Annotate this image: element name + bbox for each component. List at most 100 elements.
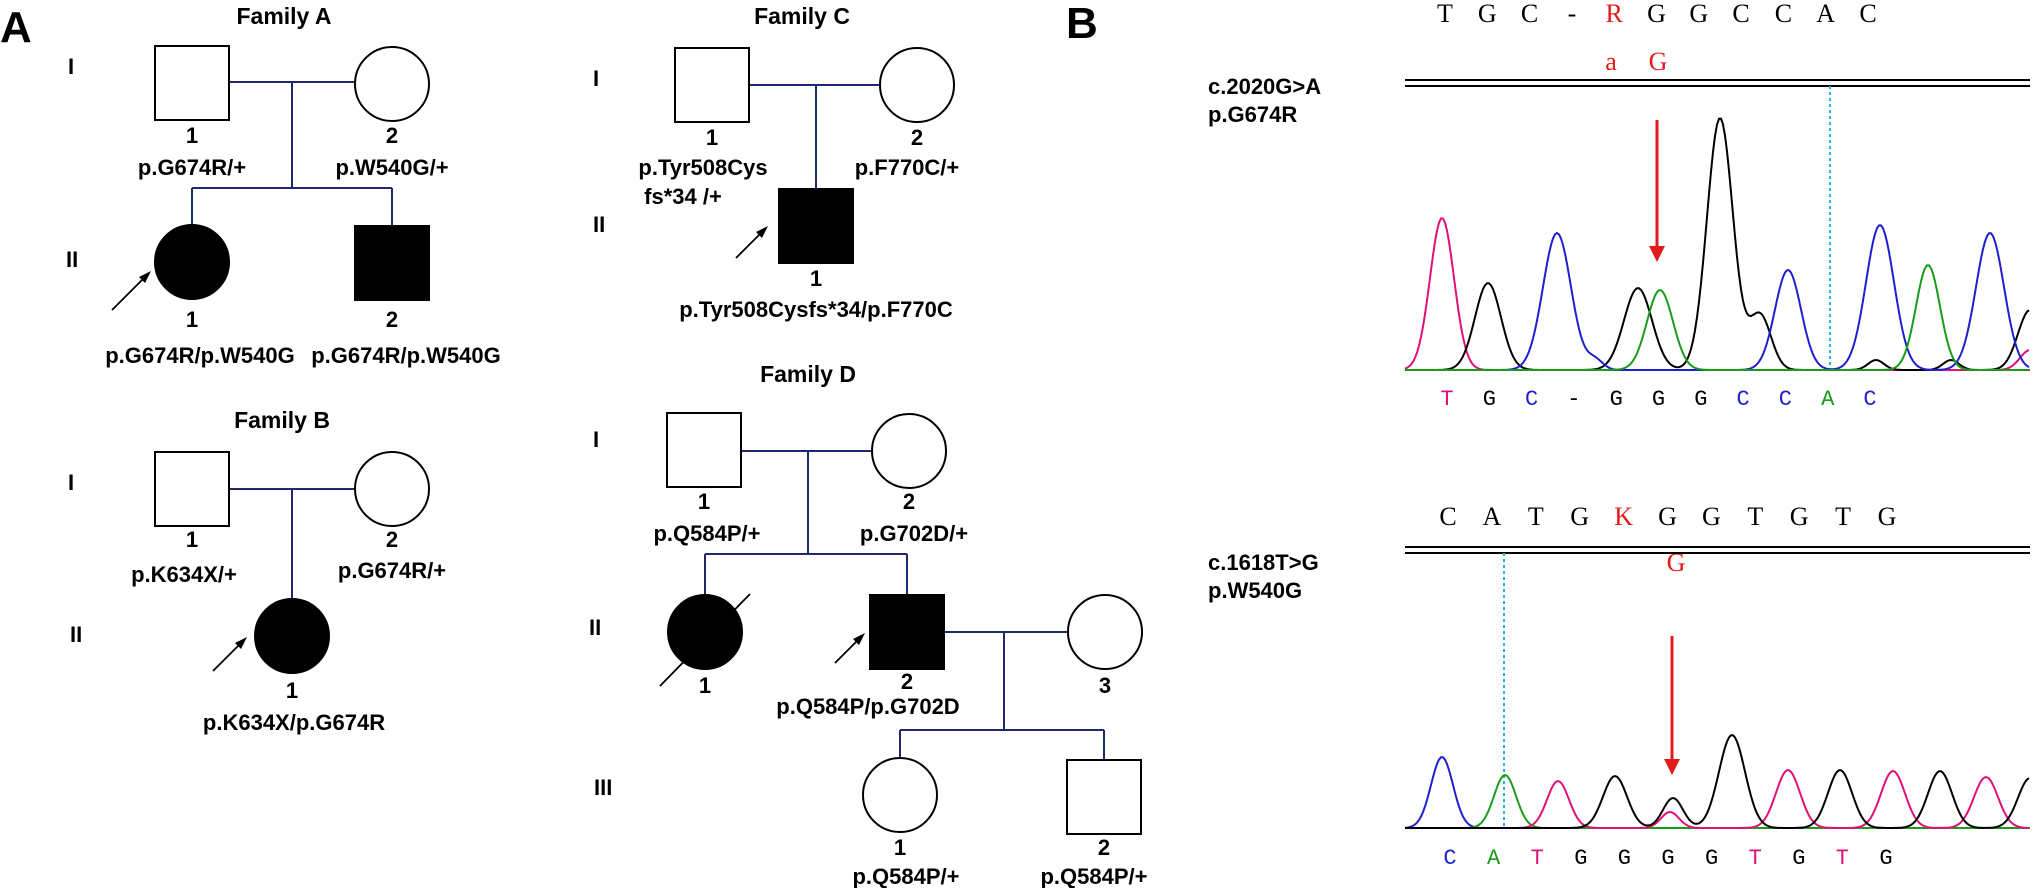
sequence-base: G <box>1790 502 1809 531</box>
trace-A <box>1405 264 2029 371</box>
family-c-i1-genotype-line2: fs*34 /+ <box>644 184 722 209</box>
sequence-base: G <box>1792 846 1805 871</box>
family-d-ii3-female <box>1067 594 1143 670</box>
family-d-iii1-genotype: p.Q584P/+ <box>852 864 959 888</box>
sequence-base: G <box>1689 0 1708 28</box>
family-b-i2-genotype: p.G674R/+ <box>338 558 446 583</box>
sequence-base: G <box>1705 846 1718 871</box>
sequence-base: G <box>1610 387 1623 412</box>
family-b-i1-number: 1 <box>186 527 198 552</box>
proband-arrow <box>735 232 762 259</box>
pedigree-family-a: Family A I II 1 p.G674R/+ 2 p.W540G/+ 1 … <box>66 3 501 368</box>
chromatogram-1-mutation-cdna: c.2020G>A <box>1208 74 1321 99</box>
family-b-i2-female <box>354 451 430 527</box>
family-b-ii1-affected-female <box>254 598 330 674</box>
proband-arrow <box>111 277 145 311</box>
family-d-ii2-affected-male <box>869 594 945 670</box>
sequence-base: G <box>1878 502 1897 531</box>
family-c-i1-number: 1 <box>706 125 718 150</box>
trace-T <box>1404 217 2030 371</box>
trace-G <box>1405 734 2030 829</box>
sequence-base: G <box>1618 846 1631 871</box>
sequence-base: G <box>1879 846 1892 871</box>
sequence-base: T <box>1528 502 1544 531</box>
family-a-i2-female <box>354 46 430 122</box>
family-a-ii1-genotype: p.G674R/p.W540G <box>105 343 295 368</box>
family-c-i2-female <box>879 47 955 123</box>
sequence-base: R <box>1606 0 1624 28</box>
family-c-ii1-number: 1 <box>810 266 822 291</box>
sequence-base: - <box>1567 387 1580 412</box>
sequence-base: C <box>1525 387 1538 412</box>
sequence-base: T <box>1835 502 1851 531</box>
family-d-i1-genotype: p.Q584P/+ <box>653 521 760 546</box>
family-d-gen-ii: II <box>589 615 601 640</box>
chromatogram-2-mutation-protein: p.W540G <box>1208 578 1302 603</box>
family-b-gen-ii: II <box>70 622 82 647</box>
chromatogram-1-traces <box>1404 117 2030 371</box>
chromatogram-1-mutation-protein: p.G674R <box>1208 102 1297 127</box>
family-a-ii2-genotype: p.G674R/p.W540G <box>311 343 501 368</box>
family-d-i1-male <box>666 412 742 488</box>
family-b-gen-i: I <box>68 470 74 495</box>
family-c-i2-genotype: p.F770C/+ <box>855 155 960 180</box>
sequence-base: A <box>1821 387 1835 412</box>
family-d-ii2-genotype: p.Q584P/p.G702D <box>776 694 959 719</box>
sequence-base: G <box>1647 0 1666 28</box>
sequence-base: A <box>1487 846 1501 871</box>
family-b-i1-genotype: p.K634X/+ <box>131 562 237 587</box>
family-a-i2-number: 2 <box>386 123 398 148</box>
sequence-base: G <box>1478 0 1497 28</box>
family-b-i1-male <box>154 451 230 527</box>
family-c-ii1-genotype: p.Tyr508Cysfs*34/p.F770C <box>679 297 953 322</box>
panel-label-b: B <box>1066 0 1098 48</box>
sequence-base: G <box>1652 387 1665 412</box>
family-b-i2-number: 2 <box>386 527 398 552</box>
sequence-base: T <box>1749 846 1762 871</box>
family-d-ii2-number: 2 <box>901 669 913 694</box>
chromatogram-2-traces <box>1404 734 2030 829</box>
sequence-base: C <box>1443 846 1456 871</box>
sequence-base: G <box>1570 502 1589 531</box>
proband-arrowhead <box>139 271 151 283</box>
proband-arrow <box>212 643 241 672</box>
sequence-base: C <box>1732 0 1749 28</box>
family-a-gen-i: I <box>68 54 74 79</box>
sequence-base: A <box>1816 0 1835 28</box>
family-a-ii2-affected-male <box>354 225 430 301</box>
family-a-i1-number: 1 <box>186 123 198 148</box>
family-a-title: Family A <box>236 3 331 29</box>
chromatogram-2-mutation-cdna: c.1618T>G <box>1208 550 1319 575</box>
family-a-ii2-number: 2 <box>386 307 398 332</box>
sequence-base: G <box>1574 846 1587 871</box>
proband-arrowhead <box>756 226 768 238</box>
sequence-base: G <box>1483 387 1496 412</box>
family-d-title: Family D <box>760 361 856 387</box>
panel-label-a: A <box>0 3 32 52</box>
pedigree-family-d: Family D I II III 1 p.Q584P/+ 2 p.G702D/… <box>589 361 1148 888</box>
chromatogram-1-mutant-base: G <box>1649 47 1668 76</box>
chromatogram-2-mutation-arrowhead <box>1664 759 1680 775</box>
trace-C <box>1404 756 2029 829</box>
sequence-base: C <box>1521 0 1538 28</box>
sequence-base: T <box>1836 846 1849 871</box>
family-d-iii2-number: 2 <box>1098 835 1110 860</box>
family-d-gen-iii: III <box>594 775 612 800</box>
sequence-base: T <box>1531 846 1544 871</box>
family-b-ii1-genotype: p.K634X/p.G674R <box>203 710 385 735</box>
family-c-i2-number: 2 <box>911 125 923 150</box>
sequence-base: C <box>1859 0 1876 28</box>
family-d-i2-number: 2 <box>903 489 915 514</box>
family-c-ii1-affected-male <box>778 188 854 264</box>
family-a-i1-genotype: p.G674R/+ <box>138 155 246 180</box>
sequence-base: G <box>1658 502 1677 531</box>
family-a-ii1-affected-female <box>154 224 230 300</box>
family-d-iii1-female <box>862 757 938 833</box>
family-c-gen-i: I <box>593 66 599 91</box>
sequence-base: C <box>1439 502 1456 531</box>
trace-G <box>1405 117 2030 371</box>
